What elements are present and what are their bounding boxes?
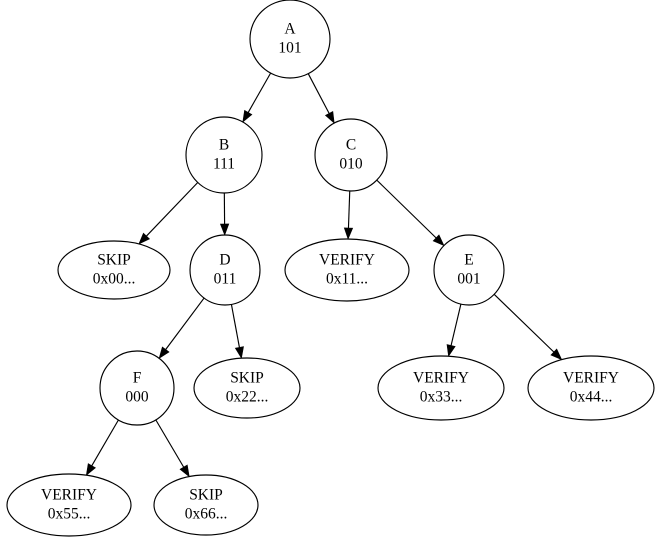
edge-a-to-c: [307, 73, 335, 124]
edge-line: [91, 419, 119, 467]
arrowhead-icon: [343, 227, 354, 240]
node-label-secondary: 0x22...: [226, 389, 269, 406]
node-c[interactable]: C 010: [314, 118, 388, 192]
node-label-primary: C: [346, 137, 356, 154]
edge-line: [247, 72, 272, 113]
node-label-secondary: 001: [457, 271, 480, 288]
node-s6[interactable]: SKIP 0x66...: [153, 474, 259, 536]
node-circle: [433, 234, 505, 306]
node-ellipse: [6, 473, 132, 537]
node-label-secondary: 0x11...: [326, 271, 368, 288]
node-label-primary: VERIFY: [41, 487, 97, 504]
edges-layer: [85, 72, 563, 478]
node-label-primary: SKIP: [189, 487, 223, 504]
node-v3[interactable]: VERIFY 0x33...: [377, 355, 505, 421]
edge-line: [230, 304, 240, 348]
arrowhead-icon: [234, 346, 244, 359]
arrowhead-icon: [242, 109, 253, 123]
nodes-layer: A101B111C010SKIP0x00...D011VERIFY0x11...…: [6, 0, 655, 537]
edge-line: [146, 182, 199, 237]
node-b[interactable]: B 111: [185, 116, 263, 194]
node-label-primary: VERIFY: [563, 370, 619, 387]
arrowhead-icon: [158, 346, 170, 360]
edge-b-to-d: [219, 192, 230, 236]
edge-b-to-s0: [138, 182, 199, 245]
node-label-primary: SKIP: [97, 252, 131, 269]
node-label-secondary: 0x00...: [93, 271, 136, 288]
arrowhead-icon: [219, 223, 230, 236]
arrowhead-icon: [446, 344, 456, 358]
edge-line: [450, 303, 462, 346]
edge-f-to-s6: [155, 419, 190, 478]
node-label-primary: SKIP: [230, 370, 264, 387]
node-label-primary: D: [219, 252, 230, 269]
edge-d-to-s2: [230, 304, 244, 359]
node-label-primary: VERIFY: [319, 252, 375, 269]
node-ellipse: [284, 238, 410, 302]
arrowhead-icon: [179, 464, 190, 478]
node-label-secondary: 011: [214, 271, 237, 288]
node-label-secondary: 111: [213, 156, 235, 173]
node-ellipse: [153, 474, 259, 536]
node-ellipse: [377, 355, 505, 421]
arrowhead-icon: [432, 234, 445, 247]
edge-line: [493, 293, 555, 353]
node-ellipse: [193, 357, 301, 419]
node-circle: [99, 350, 175, 426]
edge-line: [307, 73, 330, 114]
edge-a-to-b: [242, 72, 272, 123]
edge-f-to-v5: [85, 419, 119, 476]
node-e[interactable]: E 001: [433, 234, 505, 306]
node-label-secondary: 0x44...: [570, 389, 613, 406]
node-a[interactable]: A 101: [249, 0, 331, 79]
edge-c-to-e: [376, 179, 445, 247]
node-label-secondary: 010: [339, 156, 363, 173]
node-label-primary: E: [464, 252, 473, 269]
node-label-secondary: 0x66...: [185, 506, 228, 523]
node-label-primary: F: [133, 370, 142, 387]
node-label-secondary: 0x33...: [420, 389, 463, 406]
node-v1[interactable]: VERIFY 0x11...: [284, 238, 410, 302]
node-circle: [185, 116, 263, 194]
node-d[interactable]: D 011: [189, 234, 261, 306]
edge-line: [376, 179, 437, 239]
node-circle: [189, 234, 261, 306]
node-ellipse: [57, 240, 171, 300]
arrowhead-icon: [138, 232, 151, 245]
node-v4[interactable]: VERIFY 0x44...: [527, 355, 655, 421]
node-v5[interactable]: VERIFY 0x55...: [6, 473, 132, 537]
node-label-primary: VERIFY: [413, 370, 469, 387]
node-s0[interactable]: SKIP 0x00...: [57, 240, 171, 300]
node-label-primary: A: [284, 21, 296, 38]
edge-c-to-v1: [343, 190, 354, 240]
edge-e-to-v4: [493, 293, 563, 361]
node-circle: [314, 118, 388, 192]
edge-e-to-v3: [446, 303, 462, 358]
node-label-primary: B: [219, 137, 229, 154]
edge-line: [347, 190, 351, 229]
edge-d-to-f: [158, 297, 205, 360]
arrowhead-icon: [324, 110, 335, 124]
node-label-secondary: 000: [125, 389, 149, 406]
arrowhead-icon: [550, 348, 563, 361]
node-label-secondary: 101: [278, 40, 301, 57]
node-ellipse: [527, 355, 655, 421]
edge-line: [165, 297, 205, 350]
arrowhead-icon: [85, 463, 96, 476]
edge-line: [155, 419, 185, 468]
node-circle: [249, 0, 331, 79]
node-f[interactable]: F 000: [99, 350, 175, 426]
node-label-secondary: 0x55...: [48, 506, 91, 523]
node-s2[interactable]: SKIP 0x22...: [193, 357, 301, 419]
